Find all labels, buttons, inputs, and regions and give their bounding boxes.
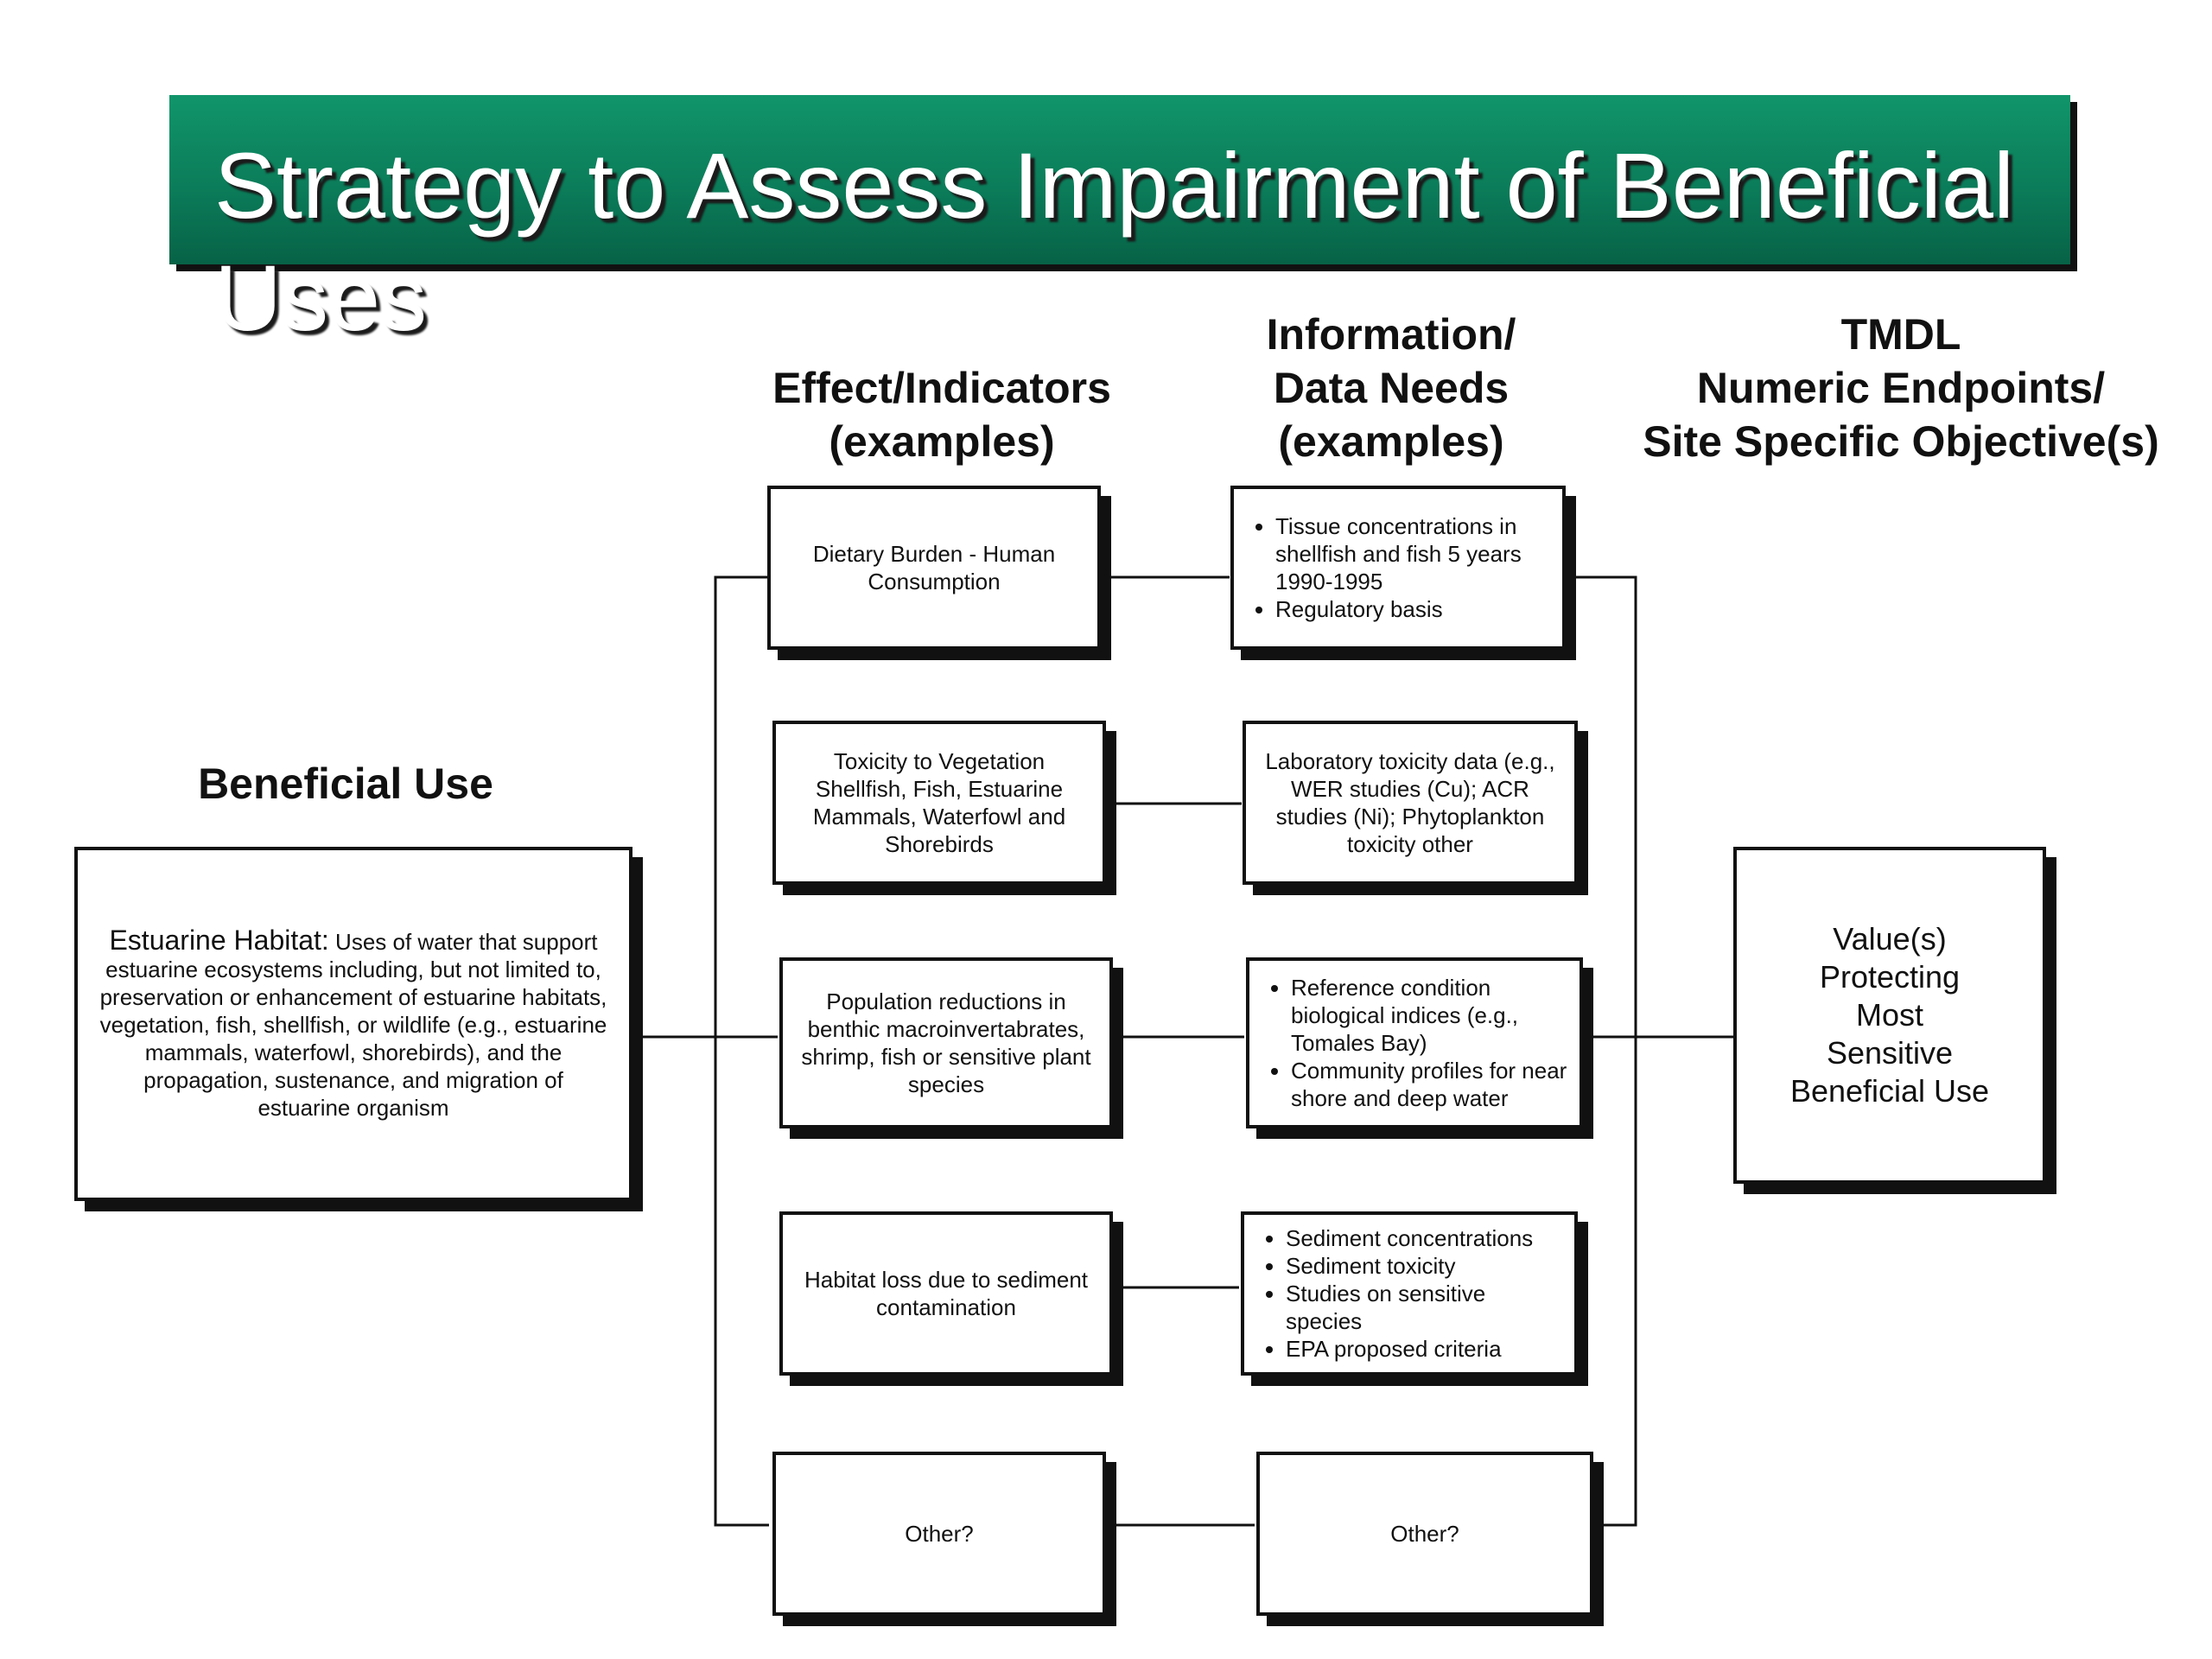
info-list-tissue: Tissue concentrations in shellfish and f…	[1246, 512, 1550, 623]
heading-beneficial-use: Beneficial Use	[198, 760, 493, 808]
info-box-lab-toxicity: Laboratory toxicity data (e.g., WER stud…	[1243, 721, 1578, 885]
title-banner	[169, 95, 2070, 264]
info-item: Reference condition biological indices (…	[1291, 974, 1567, 1057]
info-item: Community profiles for near shore and de…	[1291, 1057, 1567, 1112]
info-box-tissue: Tissue concentrations in shellfish and f…	[1230, 486, 1566, 650]
heading-effect-indicators: Effect/Indicators (examples)	[772, 364, 1111, 466]
info-item: Tissue concentrations in shellfish and f…	[1275, 512, 1550, 595]
slide-title: Strategy to Assess Impairment of Benefic…	[214, 133, 2014, 350]
info-box-reference-condition: Reference condition biological indices (…	[1246, 957, 1583, 1128]
beneficial-use-description: Uses of water that support estuarine eco…	[99, 929, 607, 1121]
heading-data-needs: Information/ Data Needs (examples)	[1266, 310, 1516, 466]
effect-box-habitat-loss: Habitat loss due to sediment contaminati…	[779, 1211, 1113, 1376]
info-list-reference: Reference condition biological indices (…	[1262, 974, 1567, 1112]
beneficial-use-box: Estuarine Habitat: Uses of water that su…	[74, 847, 632, 1201]
left-spine	[714, 575, 769, 1527]
info-box-other: Other?	[1256, 1452, 1593, 1616]
value-box: Value(s) Protecting Most Sensitive Benef…	[1733, 847, 2046, 1184]
right-spine	[1565, 575, 1637, 1527]
effect-box-other: Other?	[772, 1452, 1106, 1616]
info-item: Regulatory basis	[1275, 595, 1550, 623]
info-list-sediment: Sediment concentrations Sediment toxicit…	[1256, 1224, 1562, 1363]
info-item: Studies on sensitive species	[1286, 1280, 1562, 1335]
info-item: Sediment toxicity	[1286, 1252, 1562, 1280]
heading-tmdl-endpoints: TMDL Numeric Endpoints/ Site Specific Ob…	[1643, 310, 2159, 466]
effect-box-population-reductions: Population reductions in benthic macroin…	[779, 957, 1113, 1128]
beneficial-use-term: Estuarine Habitat:	[109, 925, 329, 956]
beneficial-use-text: Estuarine Habitat: Uses of water that su…	[97, 926, 610, 1122]
effect-box-toxicity: Toxicity to Vegetation Shellfish, Fish, …	[772, 721, 1106, 885]
effect-box-dietary-burden: Dietary Burden - Human Consumption	[767, 486, 1101, 650]
info-box-sediment: Sediment concentrations Sediment toxicit…	[1241, 1211, 1578, 1376]
info-item: Sediment concentrations	[1286, 1224, 1562, 1252]
info-item: EPA proposed criteria	[1286, 1335, 1562, 1363]
